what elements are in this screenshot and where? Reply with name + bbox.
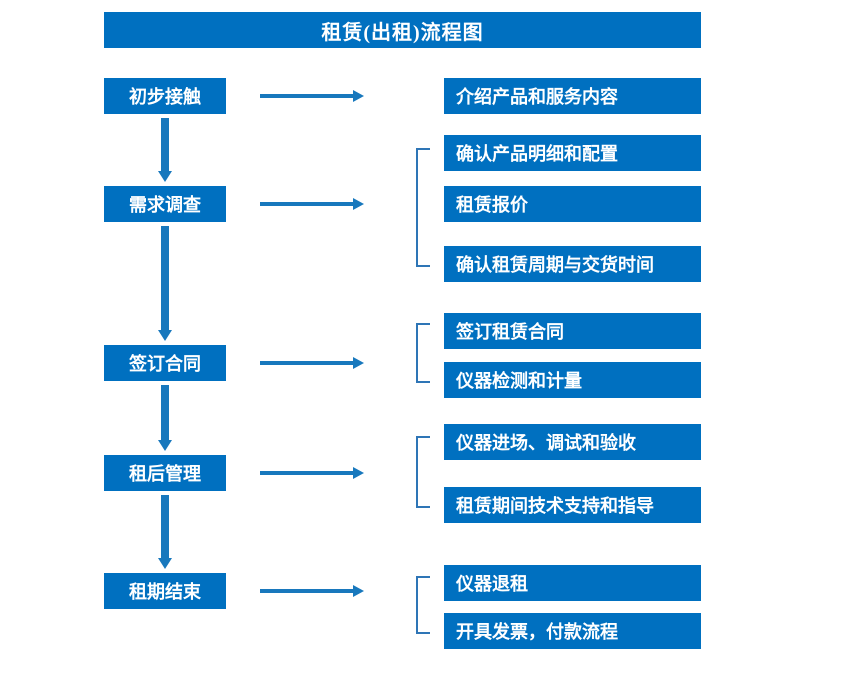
stage-node-3[interactable]: 签订合同 [104, 345, 226, 381]
detail-node-7[interactable]: 仪器进场、调试和验收 [444, 424, 701, 460]
detail-node-1[interactable]: 介绍产品和服务内容 [444, 78, 701, 114]
stage-node-2[interactable]: 需求调查 [104, 186, 226, 222]
vertical-arrow-icon-1 [158, 118, 172, 182]
horizontal-arrow-icon-3 [260, 357, 364, 369]
horizontal-arrow-icon-2 [260, 198, 364, 210]
detail-node-6[interactable]: 仪器检测和计量 [444, 362, 701, 398]
stage-node-5[interactable]: 租期结束 [104, 573, 226, 609]
horizontal-arrow-icon-5 [260, 585, 364, 597]
group-bracket-2 [416, 323, 430, 383]
horizontal-arrow-icon-1 [260, 90, 364, 102]
stage-node-4[interactable]: 租后管理 [104, 455, 226, 491]
detail-node-9[interactable]: 仪器退租 [444, 565, 701, 601]
detail-node-2[interactable]: 确认产品明细和配置 [444, 135, 701, 171]
vertical-arrow-icon-4 [158, 495, 172, 569]
group-bracket-4 [416, 576, 430, 634]
detail-node-10[interactable]: 开具发票，付款流程 [444, 613, 701, 649]
detail-node-8[interactable]: 租赁期间技术支持和指导 [444, 487, 701, 523]
group-bracket-1 [416, 148, 430, 267]
detail-node-5[interactable]: 签订租赁合同 [444, 313, 701, 349]
page-title: 租赁(出租)流程图 [104, 12, 701, 48]
stage-node-1[interactable]: 初步接触 [104, 78, 226, 114]
detail-node-4[interactable]: 确认租赁周期与交货时间 [444, 246, 701, 282]
horizontal-arrow-icon-4 [260, 467, 364, 479]
vertical-arrow-icon-2 [158, 226, 172, 341]
detail-node-3[interactable]: 租赁报价 [444, 186, 701, 222]
vertical-arrow-icon-3 [158, 385, 172, 451]
group-bracket-3 [416, 436, 430, 508]
